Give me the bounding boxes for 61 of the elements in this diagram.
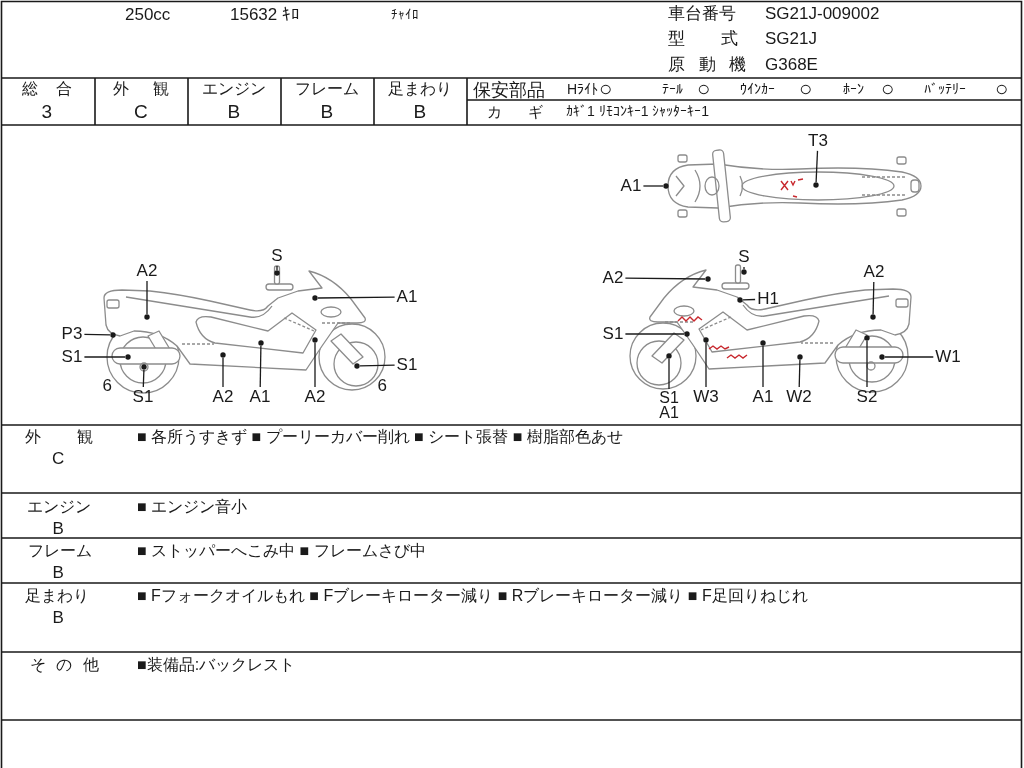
section-label: そ の 他 xyxy=(30,656,99,674)
grade-header: 足まわり xyxy=(388,80,452,98)
section-label: エンジン xyxy=(27,498,91,516)
grade-header: エンジン xyxy=(202,80,266,98)
status-mark: ○ xyxy=(599,77,613,102)
status-mark: ○ xyxy=(995,77,1009,102)
field-label: 型 式 xyxy=(668,30,738,49)
field-label: 保安部品 xyxy=(473,81,545,101)
status-mark: ○ xyxy=(799,77,813,102)
callout-code: A1 xyxy=(396,288,418,306)
leader-line xyxy=(815,150,819,183)
field-value: ｶｷﾞ1 ﾘﾓｺﾝｷｰ1 ｼｬｯﾀｰｷｰ1 xyxy=(566,104,710,120)
grade-value: B xyxy=(52,609,64,628)
field-value: SG21J-009002 xyxy=(765,5,880,24)
leader-line xyxy=(642,185,664,187)
grade-header: フレーム xyxy=(295,80,359,98)
remark-text: ■ エンジン音小 xyxy=(137,498,248,516)
grade-header: 外 観 xyxy=(113,80,170,98)
grade-value: B xyxy=(413,102,427,123)
field-label: カ ギ xyxy=(487,104,544,121)
remark-text: ■ Fフォークオイルもれ ■ Fブレーキローター減り ■ Rブレーキローター減り ■ F足回りねじれ xyxy=(137,587,808,605)
field-label: 原 動 機 xyxy=(668,56,747,75)
grade-value: 3 xyxy=(41,102,53,123)
field-value: SG21J xyxy=(765,30,817,49)
grade-value: B xyxy=(52,520,64,539)
safety-item: ﾎｰﾝ xyxy=(843,82,864,98)
field-label: 車台番号 xyxy=(668,5,736,24)
grade-value: B xyxy=(320,102,334,123)
grade-header: 総 合 xyxy=(22,80,73,98)
dot-icon xyxy=(813,182,819,188)
safety-item: ﾃｰﾙ xyxy=(662,82,683,98)
status-mark: ○ xyxy=(697,77,711,102)
status-mark: ○ xyxy=(881,77,895,102)
callout-code: A2 xyxy=(602,269,624,287)
grade-value: B xyxy=(52,564,64,583)
callout-code: A1 xyxy=(620,177,642,195)
dot-icon xyxy=(663,183,669,189)
callout-code: P3 xyxy=(61,325,83,343)
grade-value: C xyxy=(52,450,65,469)
remark-text: ■装備品:バックレスト xyxy=(137,656,296,674)
safety-item: ｳｲﾝｶｰ xyxy=(740,82,775,98)
callout-code: S1 xyxy=(61,348,83,366)
safety-item: ﾊﾞｯﾃﾘｰ xyxy=(924,82,966,98)
field-value: G368E xyxy=(765,56,818,75)
callout-code: S1 xyxy=(602,325,624,343)
header-text: 15632 ｷﾛ xyxy=(230,6,300,25)
grade-value: B xyxy=(227,102,241,123)
callout-code: S xyxy=(271,247,283,265)
header-text: 250cc xyxy=(125,6,171,25)
callout-code: T3 xyxy=(808,132,828,150)
callout-code: W1 xyxy=(935,348,961,366)
callout-code: A1 xyxy=(659,405,679,420)
grade-value: C xyxy=(134,102,148,123)
safety-item: Hﾗｲﾄ xyxy=(567,82,599,98)
remark-text: ■ ストッパーへこみ中 ■ フレームさび中 xyxy=(137,542,426,560)
callout-code: S1 xyxy=(396,356,418,374)
header-text: ﾁｬｲﾛ xyxy=(391,8,419,23)
remark-text: ■ 各所うすきず ■ プーリーカバー削れ ■ シート張替 ■ 樹脂部色あせ xyxy=(137,428,623,446)
section-label: 外 観 xyxy=(25,428,94,446)
section-label: フレーム xyxy=(28,542,92,560)
section-label: 足まわり xyxy=(25,587,89,605)
